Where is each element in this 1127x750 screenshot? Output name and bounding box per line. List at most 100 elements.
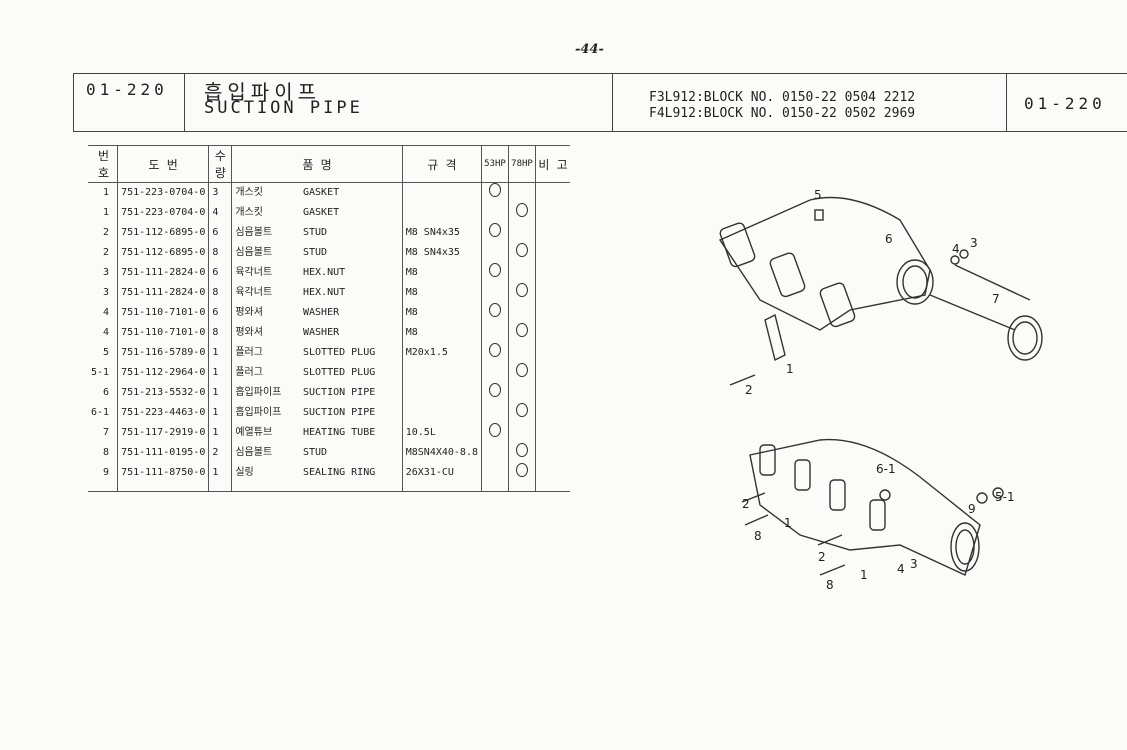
suction-pipe-53hp — [718, 196, 1043, 386]
name-korean: 육각너트 — [231, 283, 300, 303]
divider — [1006, 74, 1007, 131]
hp78-mark — [508, 343, 536, 363]
callout-4: 4 — [952, 242, 960, 256]
spec — [401, 383, 482, 403]
section-code-right: 01-220 — [1024, 94, 1106, 113]
applicable-circle-icon — [516, 243, 528, 257]
row-number: 5-1 — [91, 367, 110, 378]
exploded-diagram — [718, 196, 1043, 576]
spec: 10.5L — [401, 423, 482, 443]
part-number: 751-112-6895-0 — [117, 223, 209, 243]
spec: M20x1.5 — [401, 343, 482, 363]
row-number: 6 — [103, 387, 110, 398]
name-english: WASHER — [303, 307, 340, 318]
name-korean: 흡입파이프 — [231, 403, 300, 423]
callout-5: 5 — [814, 188, 822, 202]
remarks — [535, 423, 570, 443]
callout-2b: 2 — [742, 497, 750, 511]
section-header: 01-220 흡입파이프 SUCTION PIPE F3L912:BLOCK N… — [73, 73, 1127, 132]
hp78-mark — [508, 383, 536, 403]
spec: M8 — [401, 303, 482, 323]
quantity: 2 — [208, 443, 232, 463]
name-english: STUD — [303, 227, 328, 238]
remarks — [535, 403, 570, 423]
quantity: 6 — [208, 263, 232, 283]
col-remarks: 비 고 — [535, 145, 570, 183]
name-english: GASKET — [303, 207, 340, 218]
callout-4b: 4 — [897, 562, 905, 576]
applicable-circle-icon — [489, 183, 501, 197]
hp53-mark — [481, 223, 509, 243]
remarks — [535, 203, 570, 223]
remarks — [535, 223, 570, 243]
col-qty: 수량 — [208, 145, 232, 183]
callout-7: 7 — [992, 292, 1000, 306]
callout-8: 8 — [754, 529, 762, 543]
hp78-mark — [508, 223, 536, 243]
part-number: 751-223-0704-0 — [117, 203, 209, 223]
applicable-circle-icon — [489, 223, 501, 237]
hp78-mark — [508, 203, 536, 223]
quantity: 1 — [208, 383, 232, 403]
name-korean: 예열튜브 — [231, 423, 300, 443]
part-number: 751-223-4463-0 — [117, 403, 209, 423]
part-number: 751-110-7101-0 — [117, 303, 209, 323]
callout-6: 6 — [885, 232, 893, 246]
quantity: 1 — [208, 463, 232, 492]
applicable-circle-icon — [516, 403, 528, 417]
quantity: 1 — [208, 403, 232, 423]
row-number: 2 — [103, 227, 110, 238]
name-korean: 평와셔 — [231, 303, 300, 323]
hp78-mark — [508, 403, 536, 423]
hp53-mark — [481, 423, 509, 443]
hp53-mark — [481, 443, 509, 463]
remarks — [535, 463, 570, 492]
table-header: 번호 도 번 수량 품 명 규 격 53HP 78HP 비 고 — [88, 145, 570, 183]
applicable-circle-icon — [516, 443, 528, 457]
quantity: 8 — [208, 283, 232, 303]
name-english: SUCTION PIPE — [303, 387, 376, 398]
name-korean: 육각너트 — [231, 263, 300, 283]
callout-3: 3 — [970, 236, 978, 250]
col-name: 품 명 — [231, 145, 403, 183]
applicable-circle-icon — [489, 343, 501, 357]
quantity: 1 — [208, 363, 232, 383]
name-english: HEX.NUT — [303, 287, 346, 298]
hp53-mark — [481, 263, 509, 283]
applicable-circle-icon — [489, 303, 501, 317]
row-number: 3 — [103, 287, 110, 298]
part-number: 751-117-2919-0 — [117, 423, 209, 443]
row-number: 7 — [103, 427, 110, 438]
row-number: 6-1 — [91, 407, 110, 418]
spec: M8 SN4x35 — [401, 223, 482, 243]
name-korean: 플러그 — [231, 343, 300, 363]
row-number: 8 — [103, 447, 110, 458]
remarks — [535, 343, 570, 363]
name-korean: 플러그 — [231, 363, 300, 383]
callout-3b: 3 — [910, 557, 918, 571]
callout-6-1: 6-1 — [876, 462, 896, 476]
applicable-circle-icon — [516, 323, 528, 337]
quantity: 6 — [208, 223, 232, 243]
hp78-mark — [508, 182, 536, 203]
hp78-mark — [508, 463, 536, 492]
applicable-circle-icon — [516, 203, 528, 217]
quantity: 8 — [208, 243, 232, 263]
applicable-circle-icon — [489, 423, 501, 437]
col-no: 번호 — [88, 145, 118, 183]
hp53-mark — [481, 343, 509, 363]
name-english: STUD — [303, 247, 328, 258]
hp78-mark — [508, 243, 536, 263]
name-korean: 실링 — [231, 463, 300, 492]
hp78-mark — [508, 323, 536, 343]
row-number: 9 — [88, 463, 118, 492]
spec: M8 — [401, 323, 482, 343]
